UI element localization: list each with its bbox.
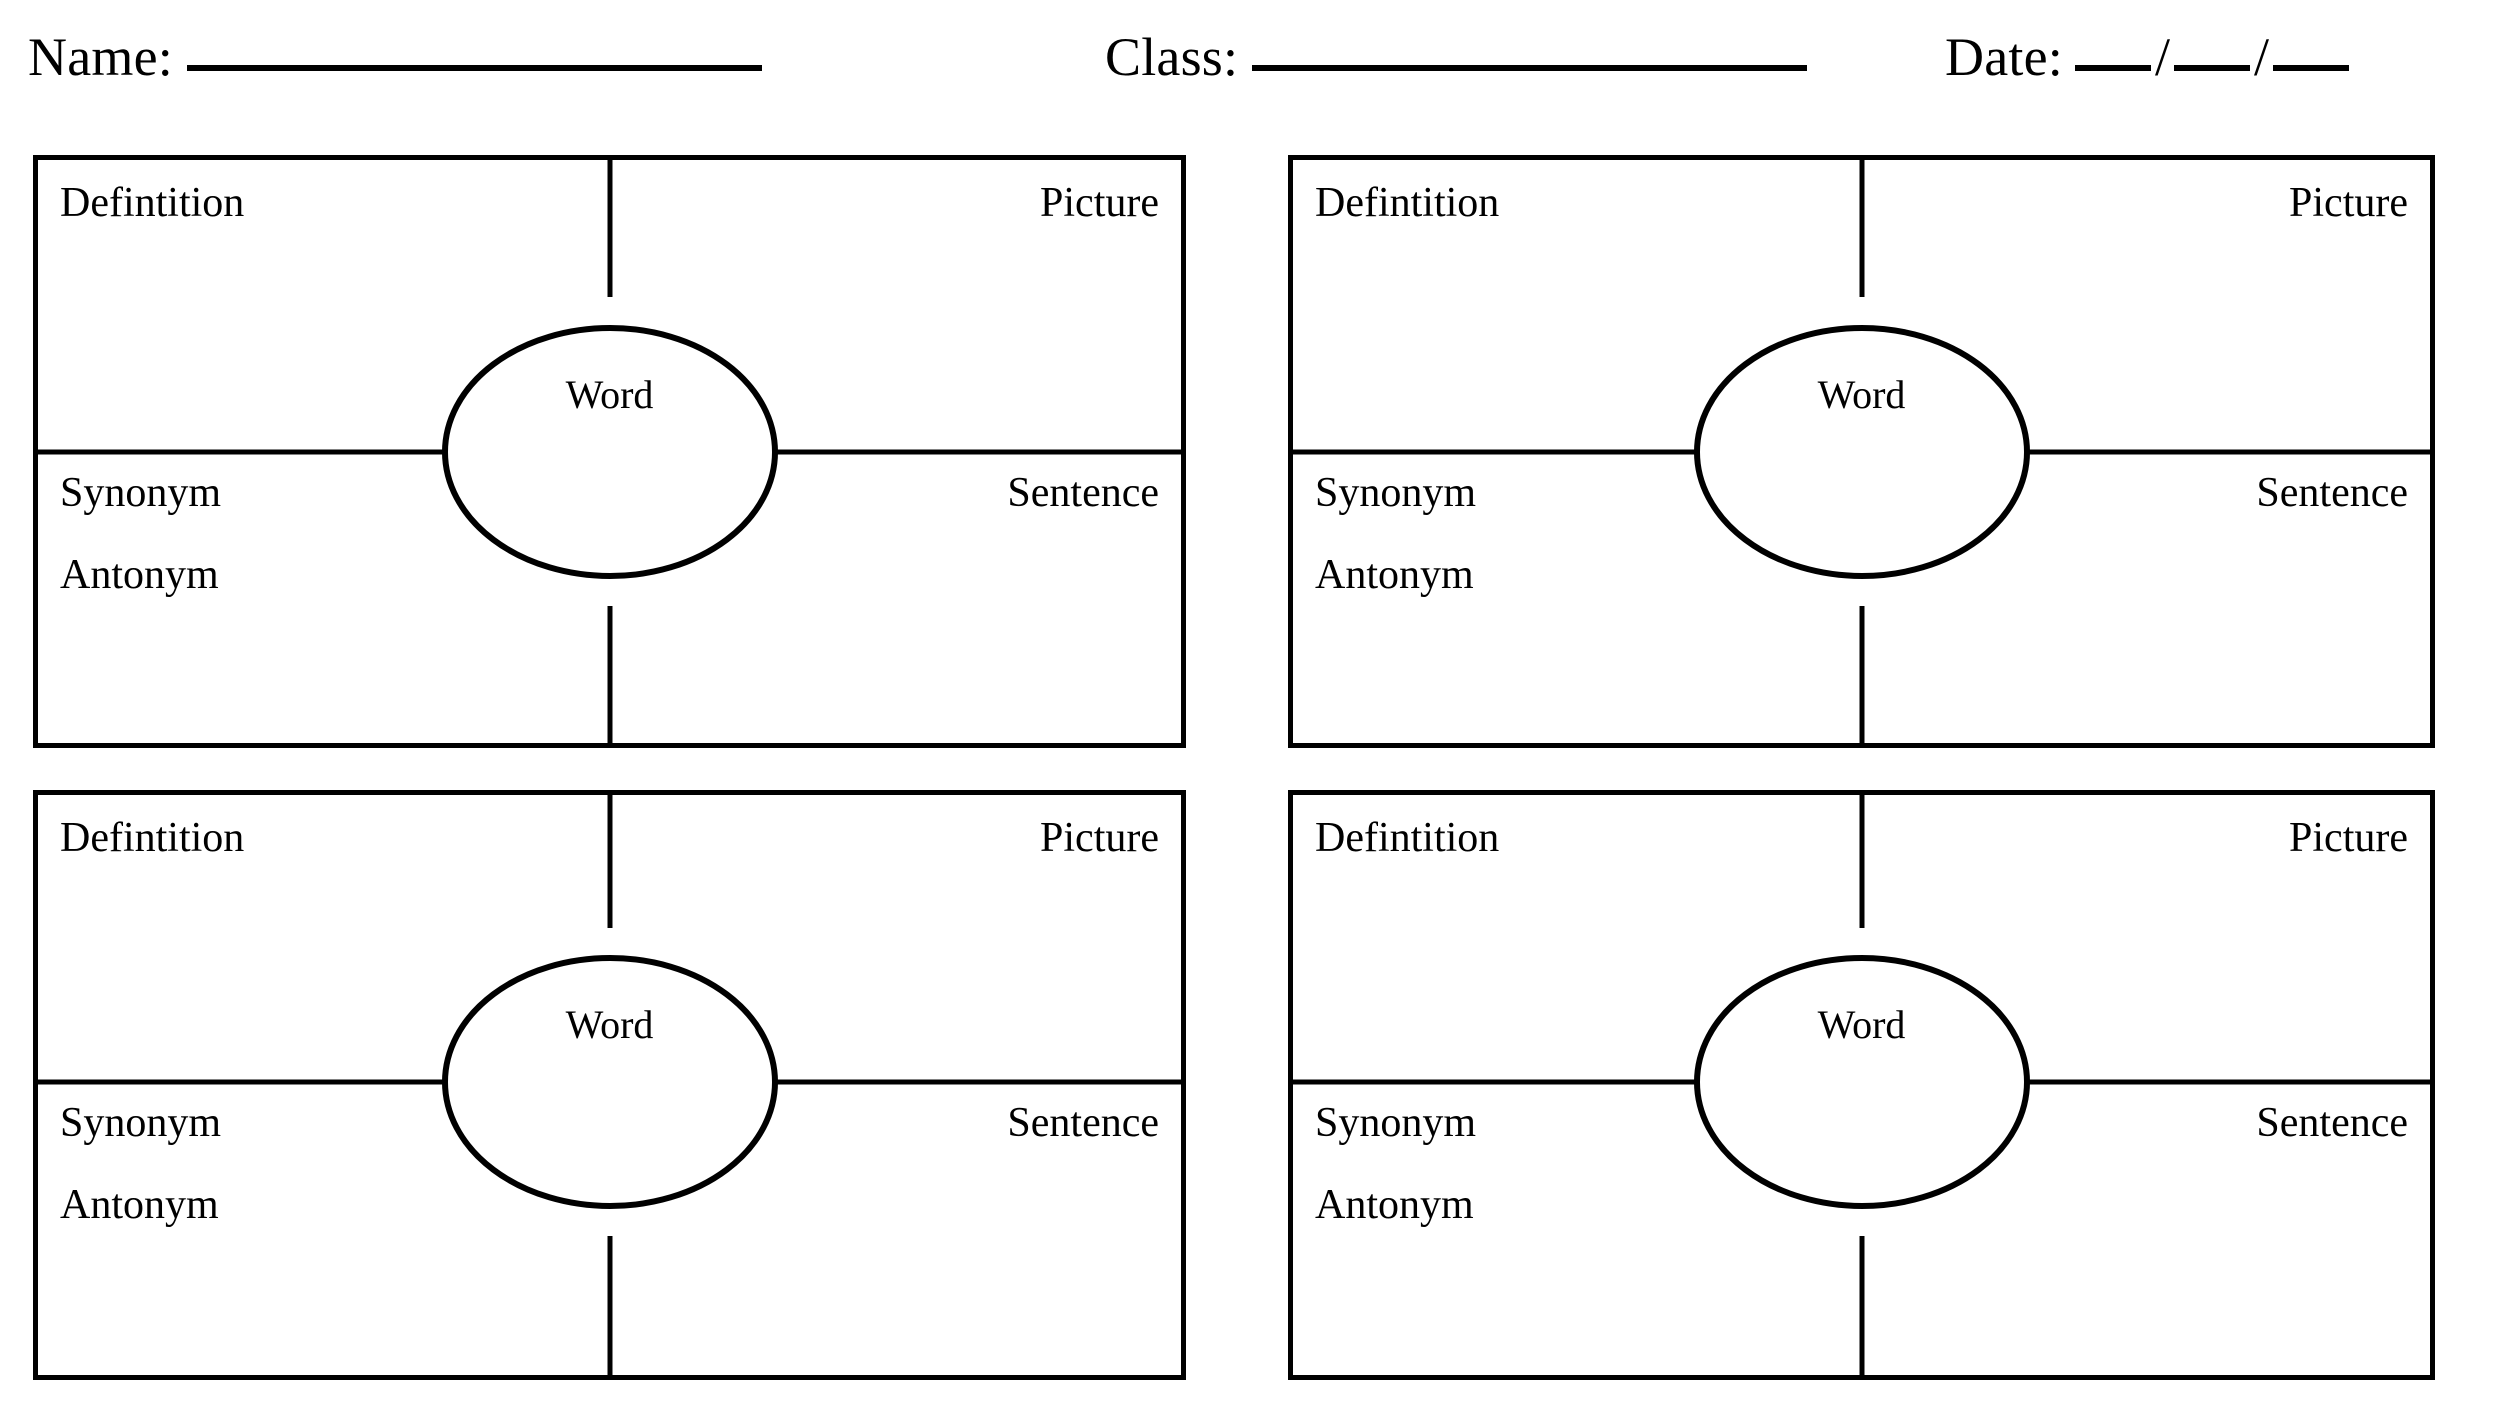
label-synonym: Synonym [60,1100,222,1147]
name-write-line[interactable] [186,65,762,71]
divider-horizontal-right [2020,449,2430,454]
divider-vertical-bottom [1859,606,1864,743]
divider-horizontal-left [1293,449,1703,454]
label-antonym: Antonym [1315,1181,1474,1228]
divider-horizontal-right [769,1079,1181,1085]
quadrant-dividers [1293,160,2430,743]
label-sentence: Sentence [1007,469,1159,516]
date-slot-group[interactable]: / / [2074,26,2349,84]
date-separator-2: / [2253,27,2269,87]
word-map-2[interactable]: Defintition Picture Synonym Antonym Sent… [1288,155,2435,748]
label-picture: Picture [2289,180,2408,226]
label-synonym: Synonym [60,469,222,516]
divider-vertical-top [607,795,612,929]
ellipse-shape-icon [441,955,778,1210]
name-label: Name: [28,27,173,87]
label-picture: Picture [1040,180,1159,226]
label-definition: Defintition [60,815,245,861]
word-map-3[interactable]: Defintition Picture Synonym Antonym Sent… [33,790,1186,1380]
center-ellipse[interactable]: Word [441,954,779,1210]
divider-vertical-top [1859,160,1864,297]
label-definition: Defintition [1315,815,1500,861]
divider-horizontal-right [769,449,1181,454]
label-picture: Picture [2289,815,2408,861]
label-definition: Defintition [60,180,245,226]
label-antonym: Antonym [60,1181,219,1228]
quadrant-dividers [38,795,1181,1375]
class-field[interactable]: Class: [1105,27,1808,87]
divider-horizontal-left [38,449,450,454]
label-synonym: Synonym [1315,469,1477,516]
label-sentence: Sentence [2256,469,2408,516]
divider-vertical-bottom [1859,1235,1864,1375]
word-map-4[interactable]: Defintition Picture Synonym Antonym Sent… [1288,790,2435,1380]
quadrant-dividers [38,160,1181,743]
quadrant-dividers [1293,795,2430,1375]
divider-vertical-top [607,160,612,297]
center-ellipse[interactable]: Word [441,324,779,580]
divider-horizontal-right [2020,1079,2430,1085]
class-label: Class: [1105,27,1239,87]
label-antonym: Antonym [60,551,219,598]
date-slot-year[interactable] [2272,65,2349,71]
divider-vertical-bottom [607,1235,612,1375]
worksheet-header: Name: Class: Date: / / [0,0,2500,130]
class-write-line[interactable] [1252,65,1808,71]
name-field[interactable]: Name: [28,30,762,84]
divider-horizontal-left [38,1079,450,1085]
divider-vertical-top [1859,795,1864,929]
ellipse-shape-icon [1693,955,2030,1210]
date-label: Date: [1945,27,2063,87]
label-sentence: Sentence [2256,1100,2408,1147]
label-antonym: Antonym [1315,551,1474,598]
ellipse-shape-icon [441,324,778,579]
divider-vertical-bottom [607,606,612,743]
center-ellipse[interactable]: Word [1693,954,2031,1210]
date-separator-1: / [2154,27,2170,87]
label-sentence: Sentence [1007,1100,1159,1147]
ellipse-shape-icon [1693,324,2030,579]
label-picture: Picture [1040,815,1159,861]
word-map-1[interactable]: Defintition Picture Synonym Antonym Sent… [33,155,1186,748]
date-field[interactable]: Date: / / [1945,30,2349,84]
date-slot-month[interactable] [2074,65,2151,71]
divider-horizontal-left [1293,1079,1703,1085]
label-definition: Defintition [1315,180,1500,226]
center-ellipse[interactable]: Word [1693,324,2031,580]
date-slot-day[interactable] [2173,65,2250,71]
label-synonym: Synonym [1315,1100,1477,1147]
